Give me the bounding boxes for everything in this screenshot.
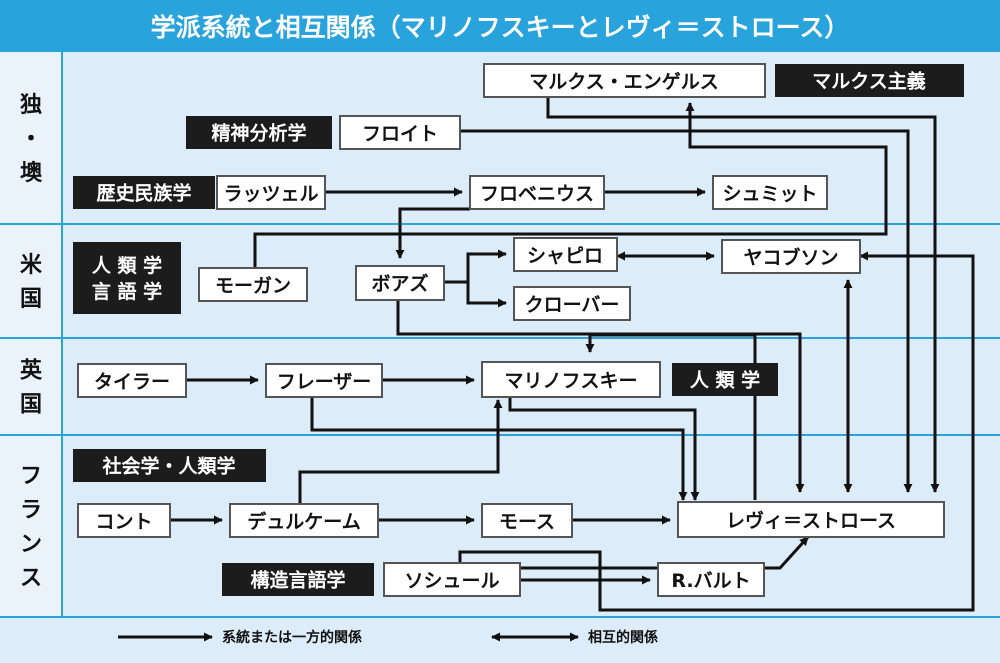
- school-label-line: 人 類 学: [690, 369, 760, 392]
- node-ratzel: ラッツェル: [216, 175, 326, 210]
- row-label-char: 国: [20, 287, 42, 312]
- row-label-usa: 米国: [20, 253, 43, 312]
- arrow-levi-strauss-to-malinowski: [585, 333, 757, 500]
- arrow-malinowski-to-levi-strauss: [508, 398, 700, 501]
- svg-text:フロベニウス: フロベニウス: [480, 183, 594, 205]
- node-freud: フロイト: [339, 115, 461, 150]
- svg-text:精神分析学: 精神分析学: [211, 122, 306, 145]
- label-marxism: マルクス主義: [775, 64, 964, 97]
- arrow-boas-to-sapir: [444, 249, 507, 284]
- title-band: [0, 0, 1000, 52]
- svg-text:フロイト: フロイト: [362, 123, 438, 145]
- node-durkheim: デュルケーム: [229, 503, 379, 538]
- node-levi-strauss: レヴィ＝ストロース: [677, 501, 945, 538]
- svg-text:タイラー: タイラー: [94, 371, 170, 393]
- arrow-freud-to-levi-strauss: [460, 129, 913, 493]
- svg-text:モース: モース: [499, 511, 555, 533]
- row-label-char: 英: [20, 359, 43, 384]
- node-marx-engels: マルクス・エンゲルス: [483, 63, 766, 98]
- legend-mutual-label: 相互的関係: [588, 629, 658, 646]
- label-anthropology-uk: 人 類 学: [672, 363, 778, 396]
- school-label-line: 言 語 学: [92, 280, 162, 303]
- school-label-line: 構造言語学: [250, 569, 345, 592]
- node-jakobson: ヤコブソン: [721, 239, 861, 274]
- school-label-line: 社会学・人類学: [101, 455, 235, 478]
- svg-text:フレーザー: フレーザー: [277, 371, 372, 393]
- row-label-char: 国: [20, 393, 42, 418]
- svg-text:人 類 学言 語 学: 人 類 学言 語 学: [92, 254, 162, 303]
- svg-text:シャピロ: シャピロ: [527, 245, 603, 267]
- school-label-line: 人 類 学: [92, 254, 162, 277]
- row-label-char: ラ: [20, 498, 42, 523]
- row-label-uk: 英国: [20, 359, 43, 418]
- node-frazer: フレーザー: [265, 363, 383, 398]
- svg-text:クローバー: クローバー: [525, 294, 620, 316]
- label-anthropology-linguistics: 人 類 学言 語 学: [73, 242, 181, 314]
- legend-lineage-label: 系統または一方的関係: [222, 629, 362, 646]
- label-structural-linguistics: 構造言語学: [222, 563, 374, 596]
- diagram-title: 学派系統と相互関係（マリノフスキーとレヴィ＝ストロース）: [151, 13, 850, 42]
- svg-text:マリノフスキー: マリノフスキー: [504, 370, 637, 392]
- node-malinowski: マリノフスキー: [481, 361, 661, 398]
- node-boas: ボアズ: [355, 265, 445, 301]
- school-label-line: マルクス主義: [812, 70, 925, 93]
- row-label-column: [0, 52, 62, 617]
- row-label-germany: 独・墺: [20, 93, 43, 186]
- connectors: [170, 97, 975, 612]
- arrow-saussure-to-jakobson: [458, 251, 975, 612]
- diagram-panel: [0, 52, 1000, 663]
- svg-text:マルクス・エンゲルス: マルクス・エンゲルス: [529, 71, 718, 93]
- svg-text:ソシュール: ソシュール: [404, 570, 499, 592]
- svg-text:ボアズ: ボアズ: [371, 272, 428, 295]
- node-schmidt: シュミット: [712, 175, 828, 210]
- row-label-char: ス: [20, 566, 42, 591]
- svg-text:デュルケーム: デュルケーム: [247, 510, 360, 533]
- node-sapir: シャピロ: [513, 237, 618, 272]
- node-frobenius: フロベニウス: [469, 175, 605, 210]
- svg-text:人 類 学: 人 類 学: [690, 369, 760, 392]
- legend: 系統または一方的関係 相互的関係: [118, 629, 658, 646]
- row-label-char: 墺: [20, 160, 43, 186]
- label-psychoanalysis: 精神分析学: [186, 116, 332, 149]
- svg-text:シュミット: シュミット: [722, 183, 817, 205]
- svg-text:レヴィ＝ストロース: レヴィ＝ストロース: [726, 509, 896, 532]
- node-barthes: R.バルト: [657, 562, 765, 597]
- row-label-char: ン: [20, 532, 42, 557]
- school-label-line: 精神分析学: [211, 122, 306, 145]
- row-label-char: 米: [20, 253, 43, 278]
- svg-text:ヤコブソン: ヤコブソン: [743, 246, 838, 269]
- svg-text:マルクス主義: マルクス主義: [812, 70, 925, 93]
- row-label-char: 独: [20, 93, 42, 118]
- arrow-durkheim-to-malinowski: [298, 399, 503, 503]
- svg-text:コント: コント: [95, 511, 152, 533]
- label-sociology-anthropology: 社会学・人類学: [73, 449, 266, 482]
- label-historical-ethnology: 歴史民族学: [73, 176, 215, 209]
- node-kroeber: クローバー: [513, 286, 631, 321]
- node-mauss: モース: [481, 503, 573, 538]
- svg-text:R.バルト: R.バルト: [671, 570, 750, 592]
- svg-text:ラッツェル: ラッツェル: [223, 183, 318, 205]
- arrow-morgan-to-marx: [253, 102, 888, 268]
- svg-text:構造言語学: 構造言語学: [250, 569, 345, 592]
- row-label-char: フ: [20, 464, 42, 489]
- svg-text:歴史民族学: 歴史民族学: [96, 182, 191, 205]
- arrow-frobenius-to-boas: [395, 207, 470, 259]
- node-saussure: ソシュール: [383, 562, 521, 597]
- arrow-boas-to-kroeber: [466, 282, 507, 308]
- row-label-france: フランス: [20, 464, 42, 591]
- node-tylor: タイラー: [77, 363, 187, 398]
- row-label-char: ・: [20, 127, 42, 152]
- arrow-marx-to-levi-strauss: [546, 97, 940, 493]
- arrow-saussure-to-levi-strauss: [460, 535, 810, 570]
- node-comte: コント: [77, 503, 171, 538]
- svg-text:モーガン: モーガン: [215, 275, 291, 297]
- school-label-line: 歴史民族学: [96, 182, 191, 205]
- node-morgan: モーガン: [198, 267, 308, 302]
- svg-text:社会学・人類学: 社会学・人類学: [101, 455, 235, 478]
